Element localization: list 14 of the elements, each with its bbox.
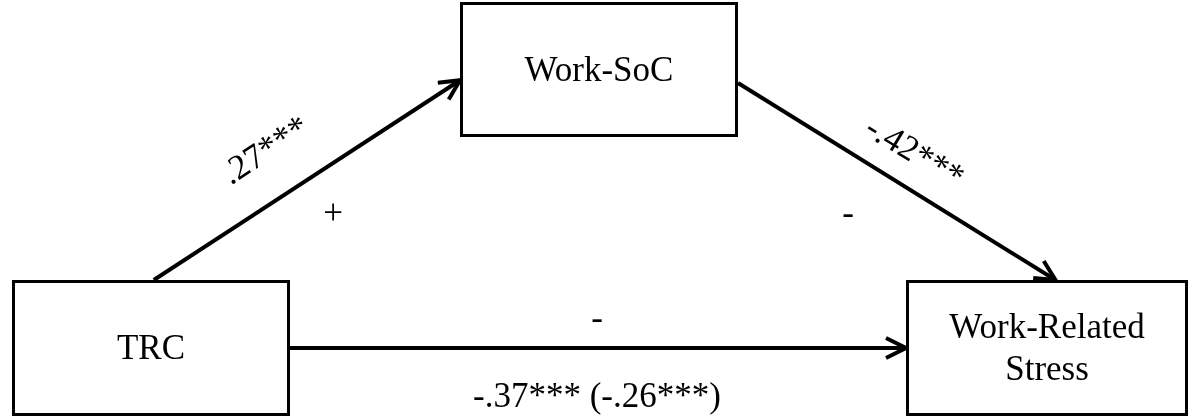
variable-box: [460, 2, 738, 137]
variable-label: TRC: [116, 327, 186, 369]
variable-box: [906, 280, 1188, 416]
sign-label: -: [591, 298, 603, 338]
sign-label: +: [323, 193, 343, 233]
variable-label: Work-SoC: [524, 48, 674, 91]
sign-label: -: [842, 193, 854, 233]
arrow: [152, 78, 462, 282]
edge-label: -.42***: [858, 107, 972, 197]
arrow: [736, 81, 1058, 282]
edge-label: -.37*** (-.26***): [473, 376, 721, 416]
variable-box: [12, 280, 290, 416]
arrow: [290, 336, 908, 360]
variable-label: Work-Related Stress: [948, 306, 1146, 390]
